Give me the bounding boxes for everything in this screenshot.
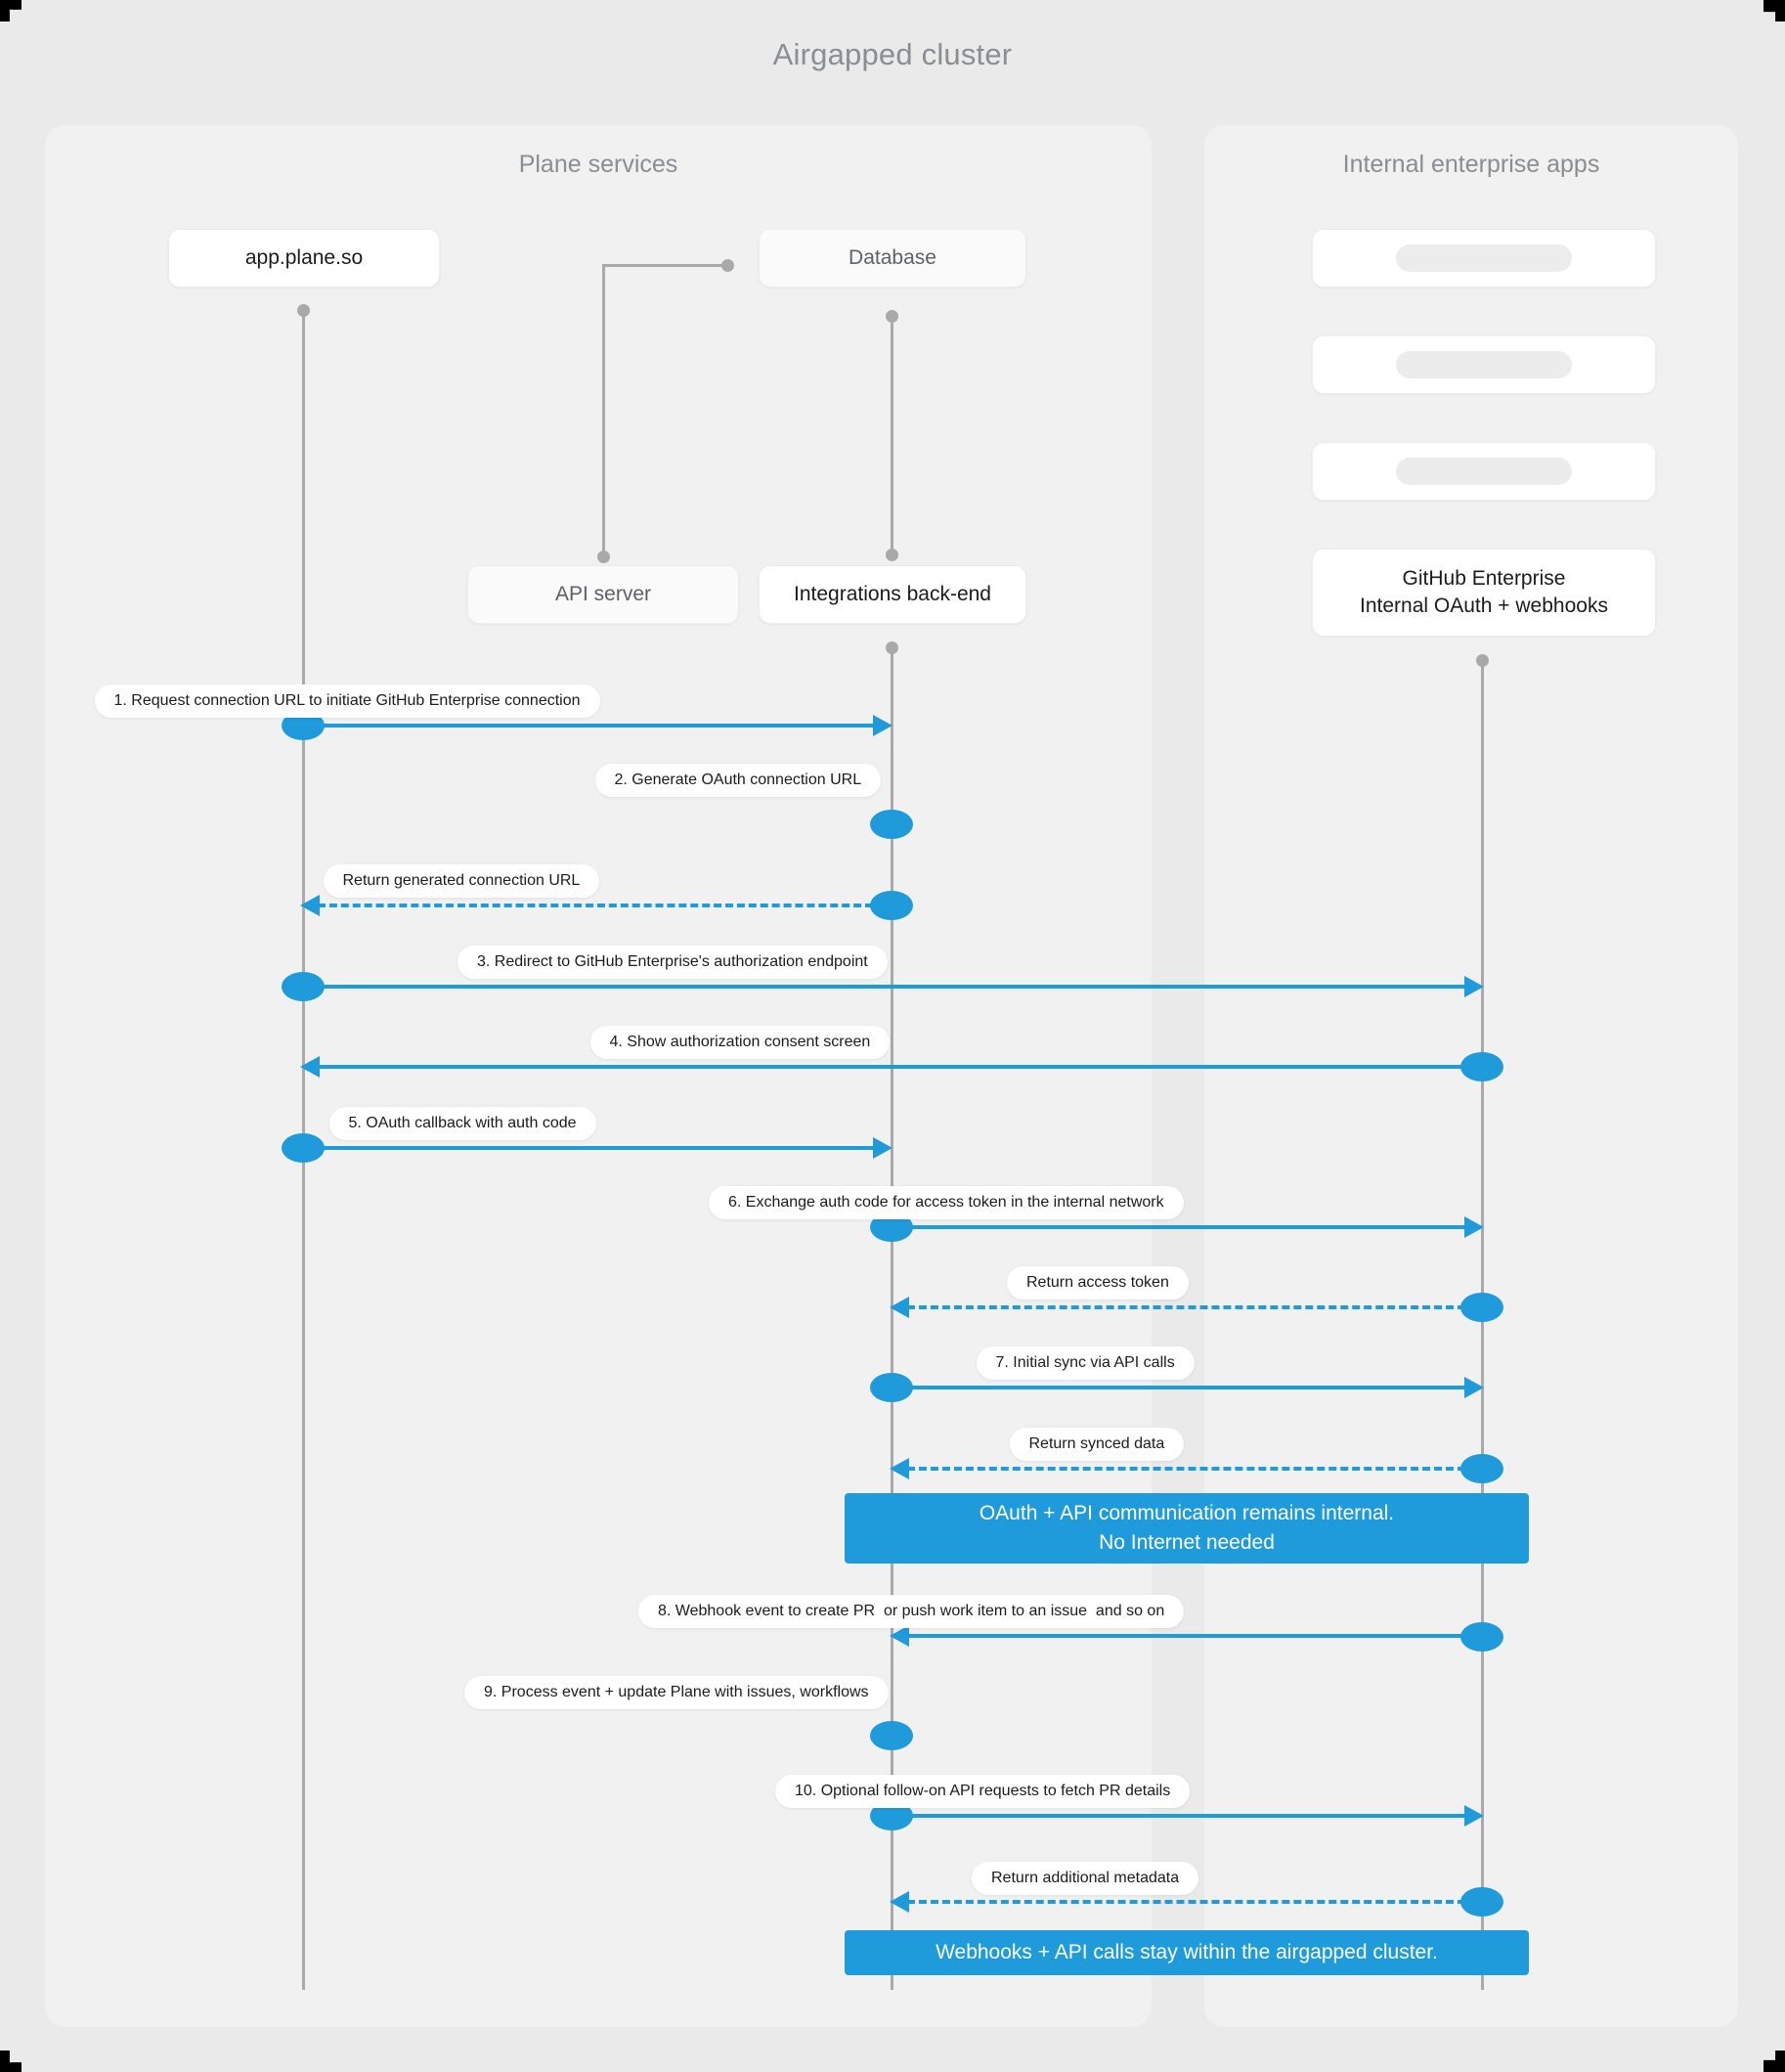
- group-plane-services: Plane services: [45, 125, 1152, 2027]
- message-label-7: 7. Initial sync via API calls: [976, 1346, 1195, 1380]
- message-label-9: 9. Process event + update Plane with iss…: [464, 1676, 889, 1709]
- activation-dot-12: [870, 1721, 913, 1750]
- message-arrow-return-synced-data: [907, 1467, 1465, 1471]
- activation-dot-2: [870, 810, 913, 839]
- message-label-4: 4. Show authorization consent screen: [589, 1026, 891, 1059]
- message-arrowhead-return-synced-data: [890, 1458, 909, 1479]
- node-database[interactable]: Database: [759, 229, 1026, 287]
- message-arrowhead-4: [300, 1056, 320, 1078]
- node-enterprise-app-placeholder-2[interactable]: [1312, 335, 1656, 394]
- activation-dot-4: [282, 972, 325, 1001]
- node-enterprise-app-placeholder-3[interactable]: [1312, 442, 1656, 501]
- message-arrow-8: [907, 1634, 1465, 1638]
- message-label-3: 3. Redirect to GitHub Enterprise's autho…: [457, 946, 888, 979]
- message-label-10: 10. Optional follow-on API requests to f…: [775, 1775, 1191, 1808]
- note-oauth-internal-line2: No Internet needed: [1099, 1531, 1275, 1554]
- node-github-enterprise[interactable]: GitHub Enterprise Internal OAuth + webho…: [1312, 549, 1656, 637]
- message-arrowhead-10: [1464, 1805, 1484, 1827]
- message-arrowhead-6: [1464, 1216, 1484, 1238]
- node-api-server[interactable]: API server: [467, 565, 739, 624]
- activation-dot-8: [1460, 1293, 1503, 1322]
- lifeline-head-dot-integrations: [886, 641, 898, 654]
- message-label-2: 2. Generate OAuth connection URL: [594, 764, 882, 797]
- group-title-plane: Plane services: [518, 151, 678, 178]
- message-label-return-access-token: Return access token: [1007, 1266, 1189, 1300]
- node-github-enterprise-line1: GitHub Enterprise: [1402, 567, 1566, 591]
- lifeline-github-enterprise: [1481, 660, 1484, 1990]
- message-arrowhead-return-access-token: [890, 1297, 909, 1318]
- node-integrations-backend[interactable]: Integrations back-end: [759, 565, 1026, 624]
- activation-dot-9: [870, 1373, 913, 1402]
- placeholder-bar: [1396, 351, 1572, 378]
- note-webhooks-airgapped-line1: Webhooks + API calls stay within the air…: [936, 1940, 1438, 1963]
- placeholder-bar: [1396, 244, 1572, 272]
- note-oauth-internal-line1: OAuth + API communication remains intern…: [979, 1501, 1395, 1524]
- connector-api-server-to-database: [602, 264, 727, 267]
- lifeline-api-server: [602, 265, 605, 554]
- message-arrowhead-return-additional-metadata: [890, 1891, 909, 1913]
- lifeline-head-dot-database: [886, 310, 898, 323]
- node-enterprise-app-placeholder-1[interactable]: [1312, 229, 1656, 287]
- lifeline-head-dot-github-enterprise: [1476, 654, 1489, 667]
- lifeline-database: [891, 316, 893, 553]
- message-arrow-7: [892, 1386, 1466, 1389]
- message-arrowhead-7: [1464, 1377, 1484, 1398]
- activation-dot-11: [1460, 1622, 1503, 1652]
- message-arrow-5: [303, 1146, 875, 1150]
- message-arrow-3: [303, 985, 1466, 989]
- message-label-return-additional-metadata: Return additional metadata: [972, 1862, 1199, 1895]
- message-arrow-1: [303, 724, 875, 727]
- lifeline-tail-dot-database: [886, 549, 898, 561]
- connector-end-dot-database: [721, 259, 734, 272]
- placeholder-bar: [1396, 458, 1572, 485]
- message-arrowhead-1: [873, 715, 892, 736]
- message-label-6: 6. Exchange auth code for access token i…: [709, 1186, 1184, 1219]
- lifeline-head-dot-api-server: [597, 551, 610, 563]
- note-webhooks-airgapped: Webhooks + API calls stay within the air…: [845, 1930, 1529, 1975]
- lifeline-head-dot-app: [297, 304, 310, 317]
- note-oauth-internal: OAuth + API communication remains intern…: [845, 1493, 1529, 1564]
- activation-dot-14: [1460, 1887, 1503, 1917]
- message-label-8: 8. Webhook event to create PR or push wo…: [638, 1595, 1185, 1628]
- message-arrow-6: [892, 1225, 1466, 1229]
- message-label-return-connection-url: Return generated connection URL: [323, 864, 600, 898]
- message-label-return-synced-data: Return synced data: [1009, 1428, 1185, 1461]
- activation-dot-10: [1460, 1454, 1503, 1483]
- message-arrow-return-additional-metadata: [907, 1900, 1465, 1904]
- message-label-1: 1. Request connection URL to initiate Gi…: [94, 684, 600, 718]
- node-github-enterprise-line2: Internal OAuth + webhooks: [1360, 595, 1608, 617]
- message-arrow-10: [892, 1814, 1466, 1818]
- activation-dot-6: [282, 1133, 325, 1163]
- activation-dot-5: [1460, 1052, 1503, 1081]
- message-arrowhead-return-connection-url: [300, 895, 320, 916]
- message-arrow-4: [318, 1065, 1463, 1069]
- message-arrow-return-connection-url: [318, 904, 873, 907]
- group-title-enterprise: Internal enterprise apps: [1342, 151, 1600, 178]
- node-app-plane-so[interactable]: app.plane.so: [168, 229, 440, 287]
- message-arrowhead-8: [890, 1625, 909, 1647]
- page-title: Airgapped cluster: [772, 37, 1013, 71]
- message-arrowhead-3: [1464, 976, 1484, 997]
- message-arrow-return-access-token: [907, 1305, 1465, 1309]
- message-arrowhead-5: [873, 1137, 892, 1159]
- activation-dot-3: [870, 891, 913, 920]
- message-label-5: 5. OAuth callback with auth code: [328, 1107, 596, 1140]
- lifeline-integrations-backend: [891, 647, 893, 1990]
